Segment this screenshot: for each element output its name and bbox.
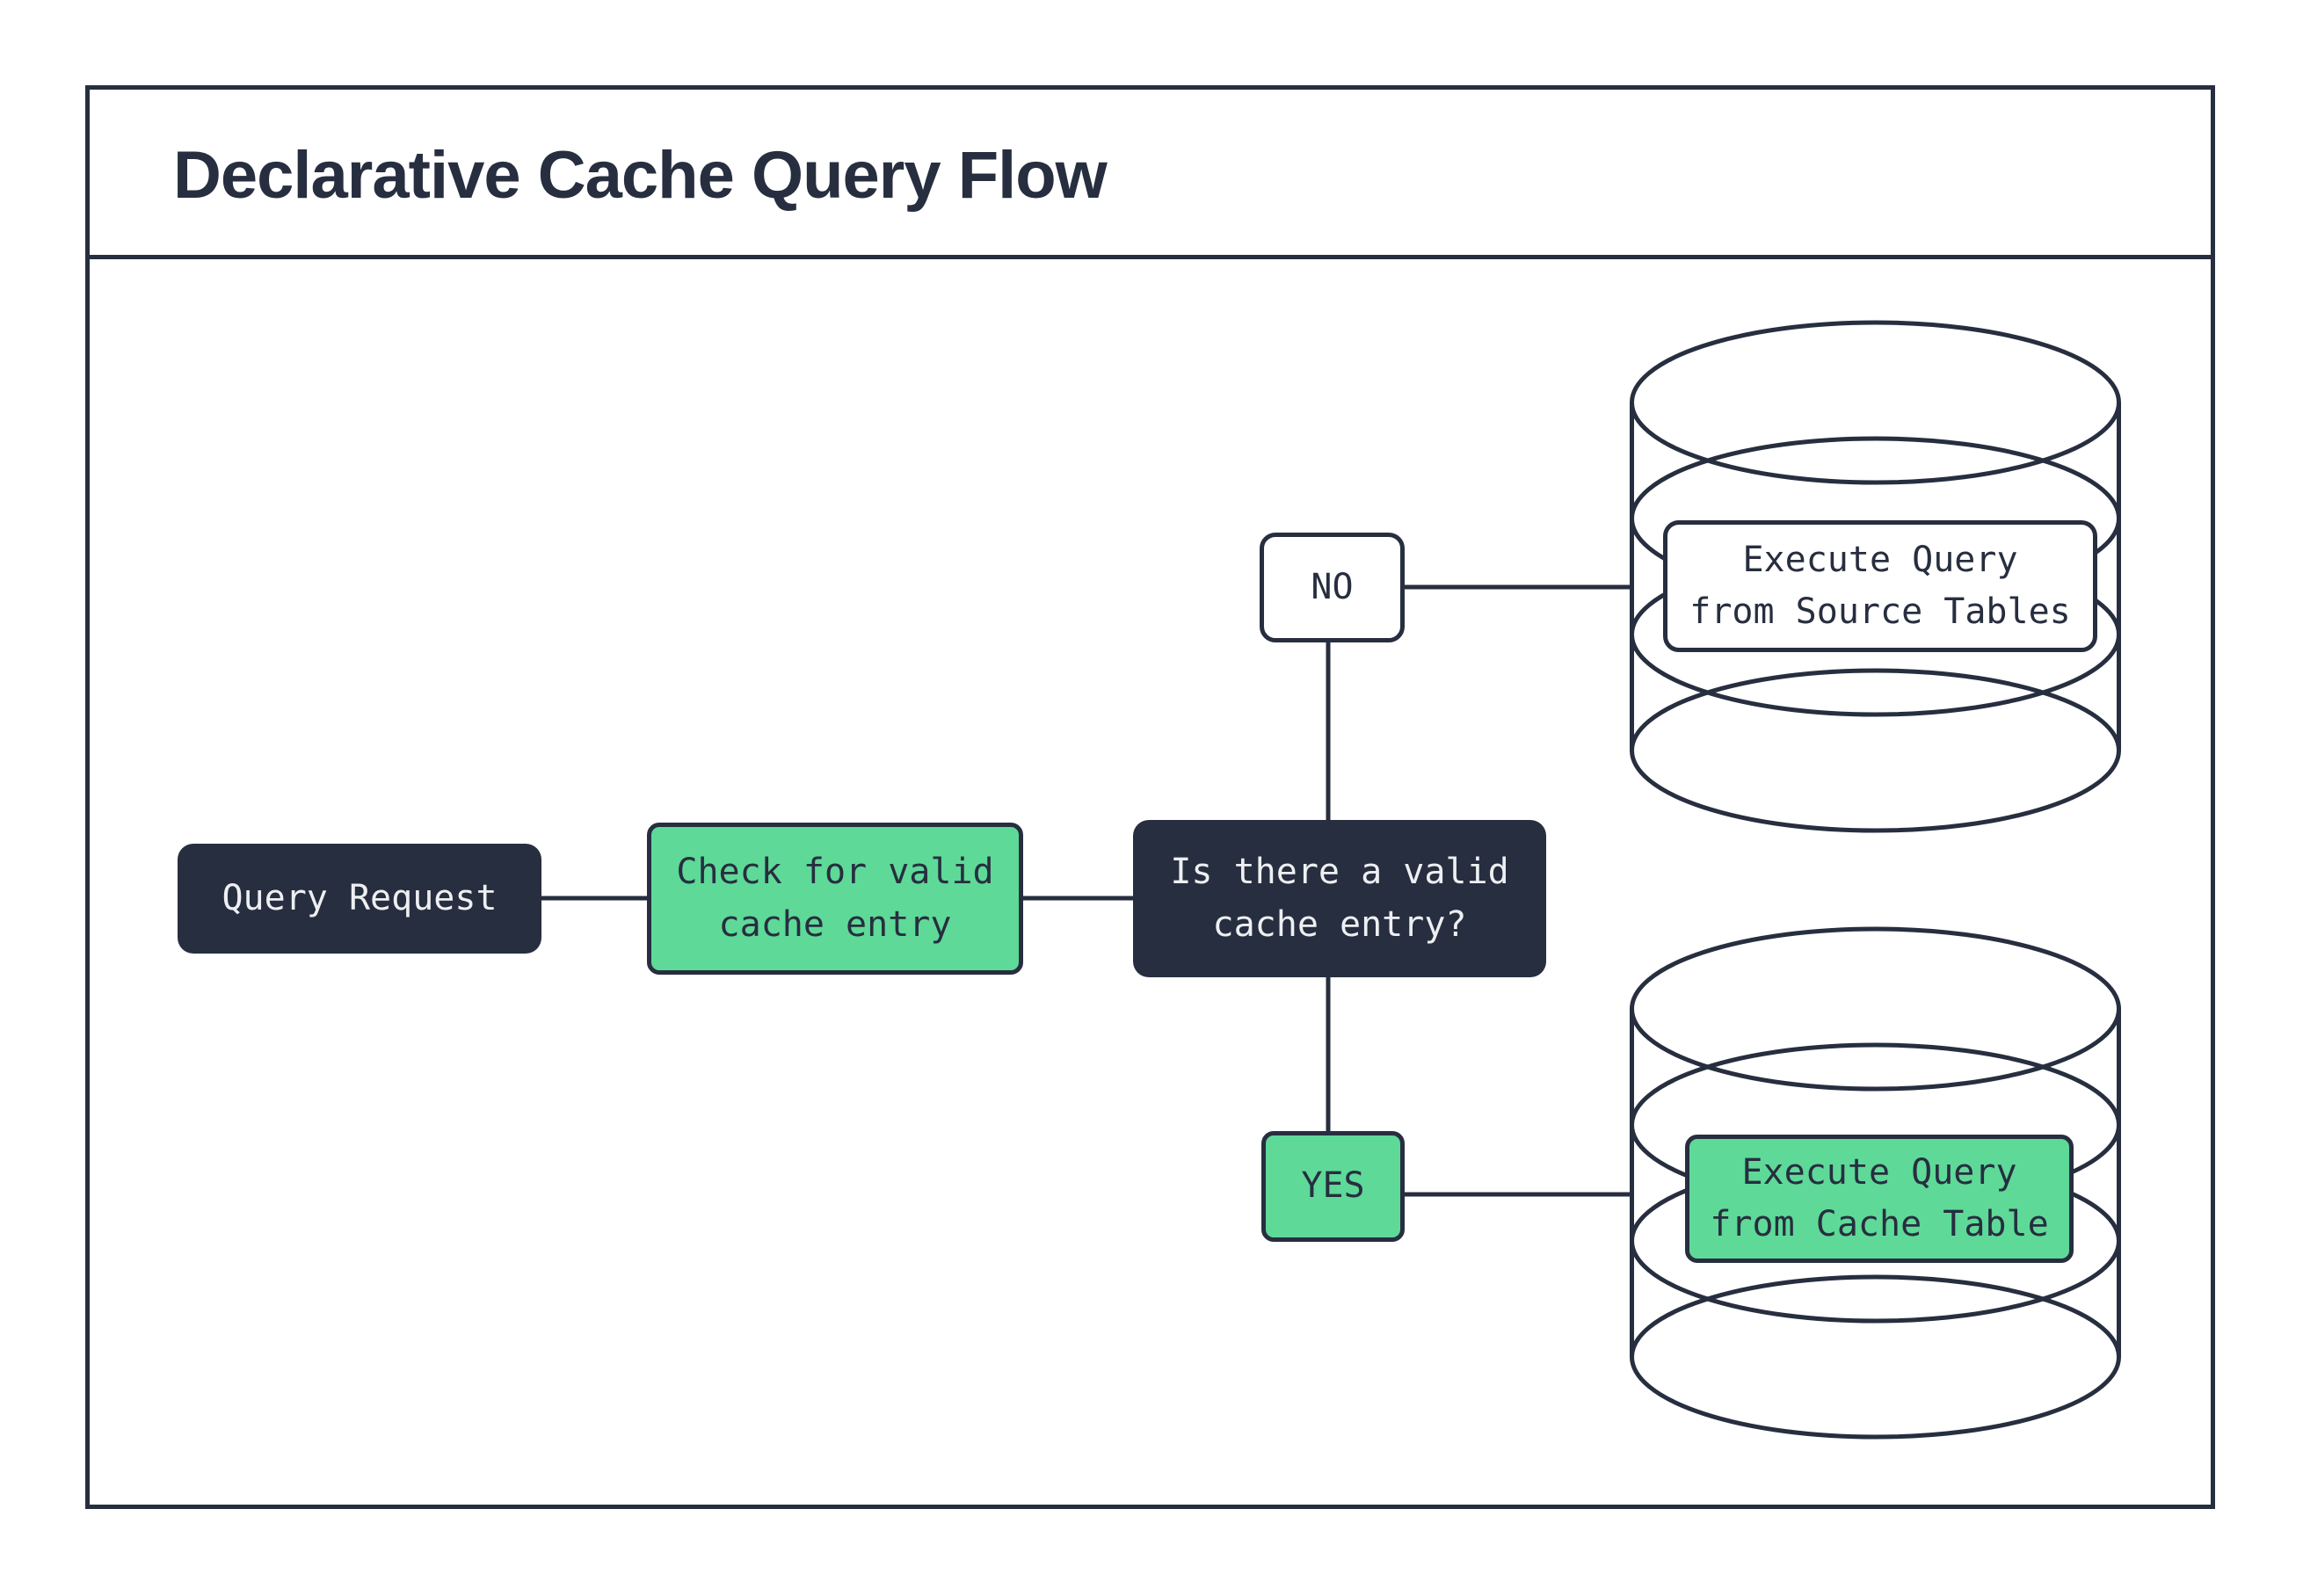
branch-no: NO — [1260, 533, 1405, 642]
node-check-cache-entry-label: Check for valid cache entry — [676, 852, 994, 945]
node-decision-valid-cache: Is there a valid cache entry? — [1133, 820, 1546, 977]
node-execute-source-tables: Execute Query from Source Tables — [1663, 520, 2097, 652]
node-query-request: Query Request — [178, 844, 541, 954]
node-execute-source-tables-label: Execute Query from Source Tables — [1689, 539, 2071, 632]
node-query-request-label: Query Request — [222, 877, 498, 918]
branch-yes: YES — [1261, 1131, 1405, 1242]
branch-yes-label: YES — [1301, 1165, 1365, 1207]
diagram-header: Declarative Cache Query Flow — [90, 90, 2211, 259]
node-check-cache-entry: Check for valid cache entry — [647, 823, 1023, 975]
node-execute-cache-table-label: Execute Query from Cache Table — [1710, 1151, 2049, 1244]
node-decision-valid-cache-label: Is there a valid cache entry? — [1170, 852, 1509, 945]
node-execute-cache-table: Execute Query from Cache Table — [1685, 1135, 2074, 1263]
branch-no-label: NO — [1311, 566, 1354, 607]
page-title: Declarative Cache Query Flow — [173, 137, 1108, 213]
